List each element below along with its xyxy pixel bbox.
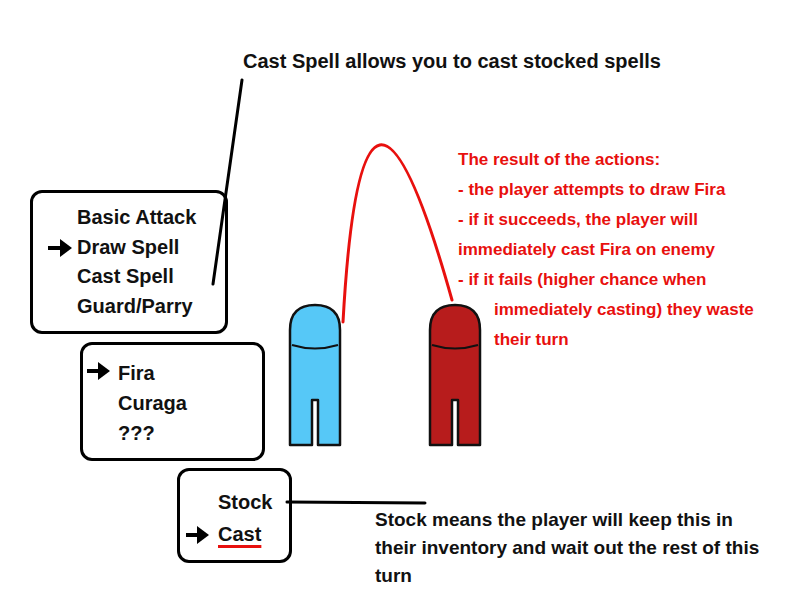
menu-item: Basic Attack [77, 203, 196, 233]
selection-arrow [186, 526, 209, 544]
spell-arc [343, 145, 452, 322]
result-note: The result of the actions: [458, 145, 794, 175]
selection-arrow [48, 239, 72, 257]
enemy-figure [430, 305, 480, 445]
menu-item: Guard/Parry [77, 292, 193, 322]
menu-item: Cast Spell [77, 262, 174, 292]
note-group: Cast Spell allows you to cast stocked sp… [243, 48, 783, 74]
menu-item: Cast [218, 518, 261, 550]
result-note: - the player attempts to draw Fira [458, 175, 794, 205]
menu-box: FiraCuraga??? [80, 342, 265, 461]
menu-item: Stock [218, 486, 272, 518]
leader-line [287, 502, 425, 503]
result-note: - if it fails (higher chance when immedi… [458, 265, 794, 355]
player-figure [290, 305, 340, 445]
menu-item: ??? [118, 418, 155, 448]
callout-note: Cast Spell allows you to cast stocked sp… [243, 48, 783, 74]
menu-box: StockCast [177, 468, 292, 563]
menu-box: Basic AttackDraw SpellCast SpellGuard/Pa… [30, 190, 228, 334]
note-group: Stock means the player will keep this in… [375, 506, 775, 590]
menu-item: Curaga [118, 388, 187, 418]
menu-item: Draw Spell [77, 233, 179, 263]
note-group: The result of the actions:- the player a… [458, 145, 794, 355]
annotation-note: Stock means the player will keep this in… [375, 506, 775, 590]
result-note: - if it succeeds, the player will immedi… [458, 205, 794, 265]
menu-item: Fira [118, 358, 155, 388]
selection-arrow [87, 362, 110, 380]
